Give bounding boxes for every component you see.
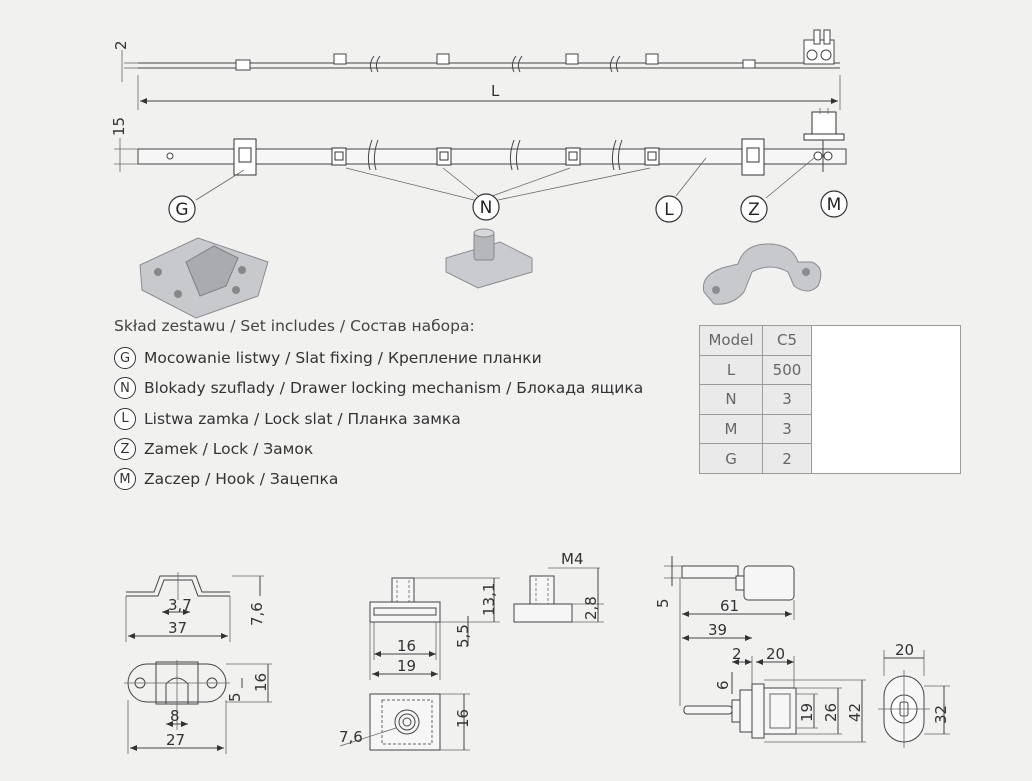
svg-text:5: 5	[226, 692, 244, 702]
spec-table: Model C5 L 500 N 3 M 3 G 2	[699, 325, 961, 474]
spec-key: M	[699, 413, 763, 445]
legend-item-label: Zaczep / Hook / Зацепка	[144, 470, 339, 489]
callout-N: N	[472, 193, 500, 221]
spec-key: L	[699, 354, 763, 386]
svg-text:M4: M4	[561, 550, 584, 568]
spec-value: 3	[762, 384, 812, 415]
spec-key: Model	[699, 325, 763, 356]
svg-text:16: 16	[252, 673, 270, 692]
svg-text:19: 19	[798, 703, 816, 722]
spec-key: G	[699, 443, 763, 474]
legend-item-label: Listwa zamka / Lock slat / Планка замка	[144, 409, 461, 428]
table-row: G 2	[699, 443, 961, 474]
set-includes-legend: Skład zestawu / Set includes / Состав на…	[114, 317, 643, 494]
svg-text:Z: Z	[748, 200, 760, 220]
legend-item-label: Mocowanie listwy / Slat fixing / Креплен…	[144, 349, 542, 368]
dim-thickness: 2	[112, 40, 130, 50]
svg-text:16: 16	[454, 709, 472, 728]
svg-text:37: 37	[168, 619, 187, 637]
svg-text:8: 8	[170, 707, 180, 725]
svg-text:M: M	[827, 195, 842, 215]
legend-badge: M	[114, 468, 136, 491]
spec-blank-cell	[811, 355, 961, 385]
legend-item-label: Blokady szuflady / Drawer locking mechan…	[144, 379, 644, 398]
svg-text:3,7: 3,7	[168, 596, 192, 614]
spec-blank-cell	[811, 325, 961, 356]
dim-height: 15	[110, 117, 128, 136]
table-row: N 3	[699, 384, 961, 415]
svg-text:19: 19	[397, 657, 416, 675]
svg-text:5,5: 5,5	[454, 624, 472, 648]
svg-text:61: 61	[720, 597, 739, 615]
spec-blank-cell	[811, 414, 961, 444]
spec-value: 2	[762, 443, 812, 474]
legend-badge: L	[114, 407, 136, 430]
legend-item-label: Zamek / Lock / Замок	[144, 440, 314, 459]
locking-block-photo	[445, 228, 533, 289]
svg-text:39: 39	[708, 621, 727, 639]
legend-item-slat-fixing: G Mocowanie listwy / Slat fixing / Крепл…	[114, 343, 643, 373]
block-drawing: 13,1 5,5 16 19 M4 2,8 7,6 16	[339, 550, 604, 751]
legend-title: Skład zestawu / Set includes / Состав на…	[114, 317, 475, 335]
lock-drawing: 5 61 39 2 20 6 19 26 42	[654, 556, 950, 748]
legend-item-drawer-locking: N Blokady szuflady / Drawer locking mech…	[114, 373, 643, 403]
svg-text:26: 26	[822, 703, 840, 722]
svg-text:42: 42	[846, 703, 864, 722]
callout-L: L	[655, 195, 683, 223]
legend-badge: G	[114, 347, 136, 370]
spec-blank-cell	[811, 384, 961, 415]
spec-key: N	[699, 384, 763, 415]
svg-text:G: G	[175, 200, 188, 220]
svg-text:20: 20	[895, 641, 914, 659]
svg-text:5: 5	[654, 598, 672, 608]
svg-text:N: N	[480, 198, 493, 218]
dim-length: L	[491, 82, 500, 100]
callout-M: M	[820, 190, 848, 218]
legend-item-hook: M Zaczep / Hook / Зацепка	[114, 464, 643, 494]
svg-text:27: 27	[166, 731, 185, 749]
svg-text:7,6: 7,6	[248, 602, 266, 626]
svg-text:2: 2	[732, 645, 742, 663]
slat-fixing-photo	[139, 237, 269, 319]
callout-Z: Z	[740, 195, 768, 223]
legend-badge: N	[114, 377, 136, 400]
spec-value: C5	[762, 325, 812, 356]
svg-text:7,6: 7,6	[339, 728, 363, 746]
hook-drawing: 3,7 37 7,6 5 16 8 27	[124, 572, 272, 754]
slat-front-view	[114, 108, 847, 176]
slat-top-view	[124, 29, 840, 73]
svg-text:32: 32	[932, 705, 950, 724]
spec-blank-cell	[811, 443, 961, 474]
svg-text:13,1: 13,1	[480, 583, 498, 616]
legend-item-lock-slat: L Listwa zamka / Lock slat / Планка замк…	[114, 404, 643, 434]
svg-text:20: 20	[766, 645, 785, 663]
svg-text:16: 16	[397, 637, 416, 655]
legend-item-lock: Z Zamek / Lock / Замок	[114, 434, 643, 464]
legend-badge: Z	[114, 438, 136, 461]
spec-value: 3	[762, 413, 812, 445]
svg-text:L: L	[664, 200, 674, 220]
callout-G: G	[168, 195, 196, 223]
svg-text:2,8: 2,8	[582, 596, 600, 620]
hook-photo	[702, 243, 822, 305]
svg-text:6: 6	[714, 680, 732, 690]
table-row: Model C5	[699, 325, 961, 356]
table-row: M 3	[699, 413, 961, 445]
spec-value: 500	[762, 354, 812, 386]
table-row: L 500	[699, 354, 961, 386]
